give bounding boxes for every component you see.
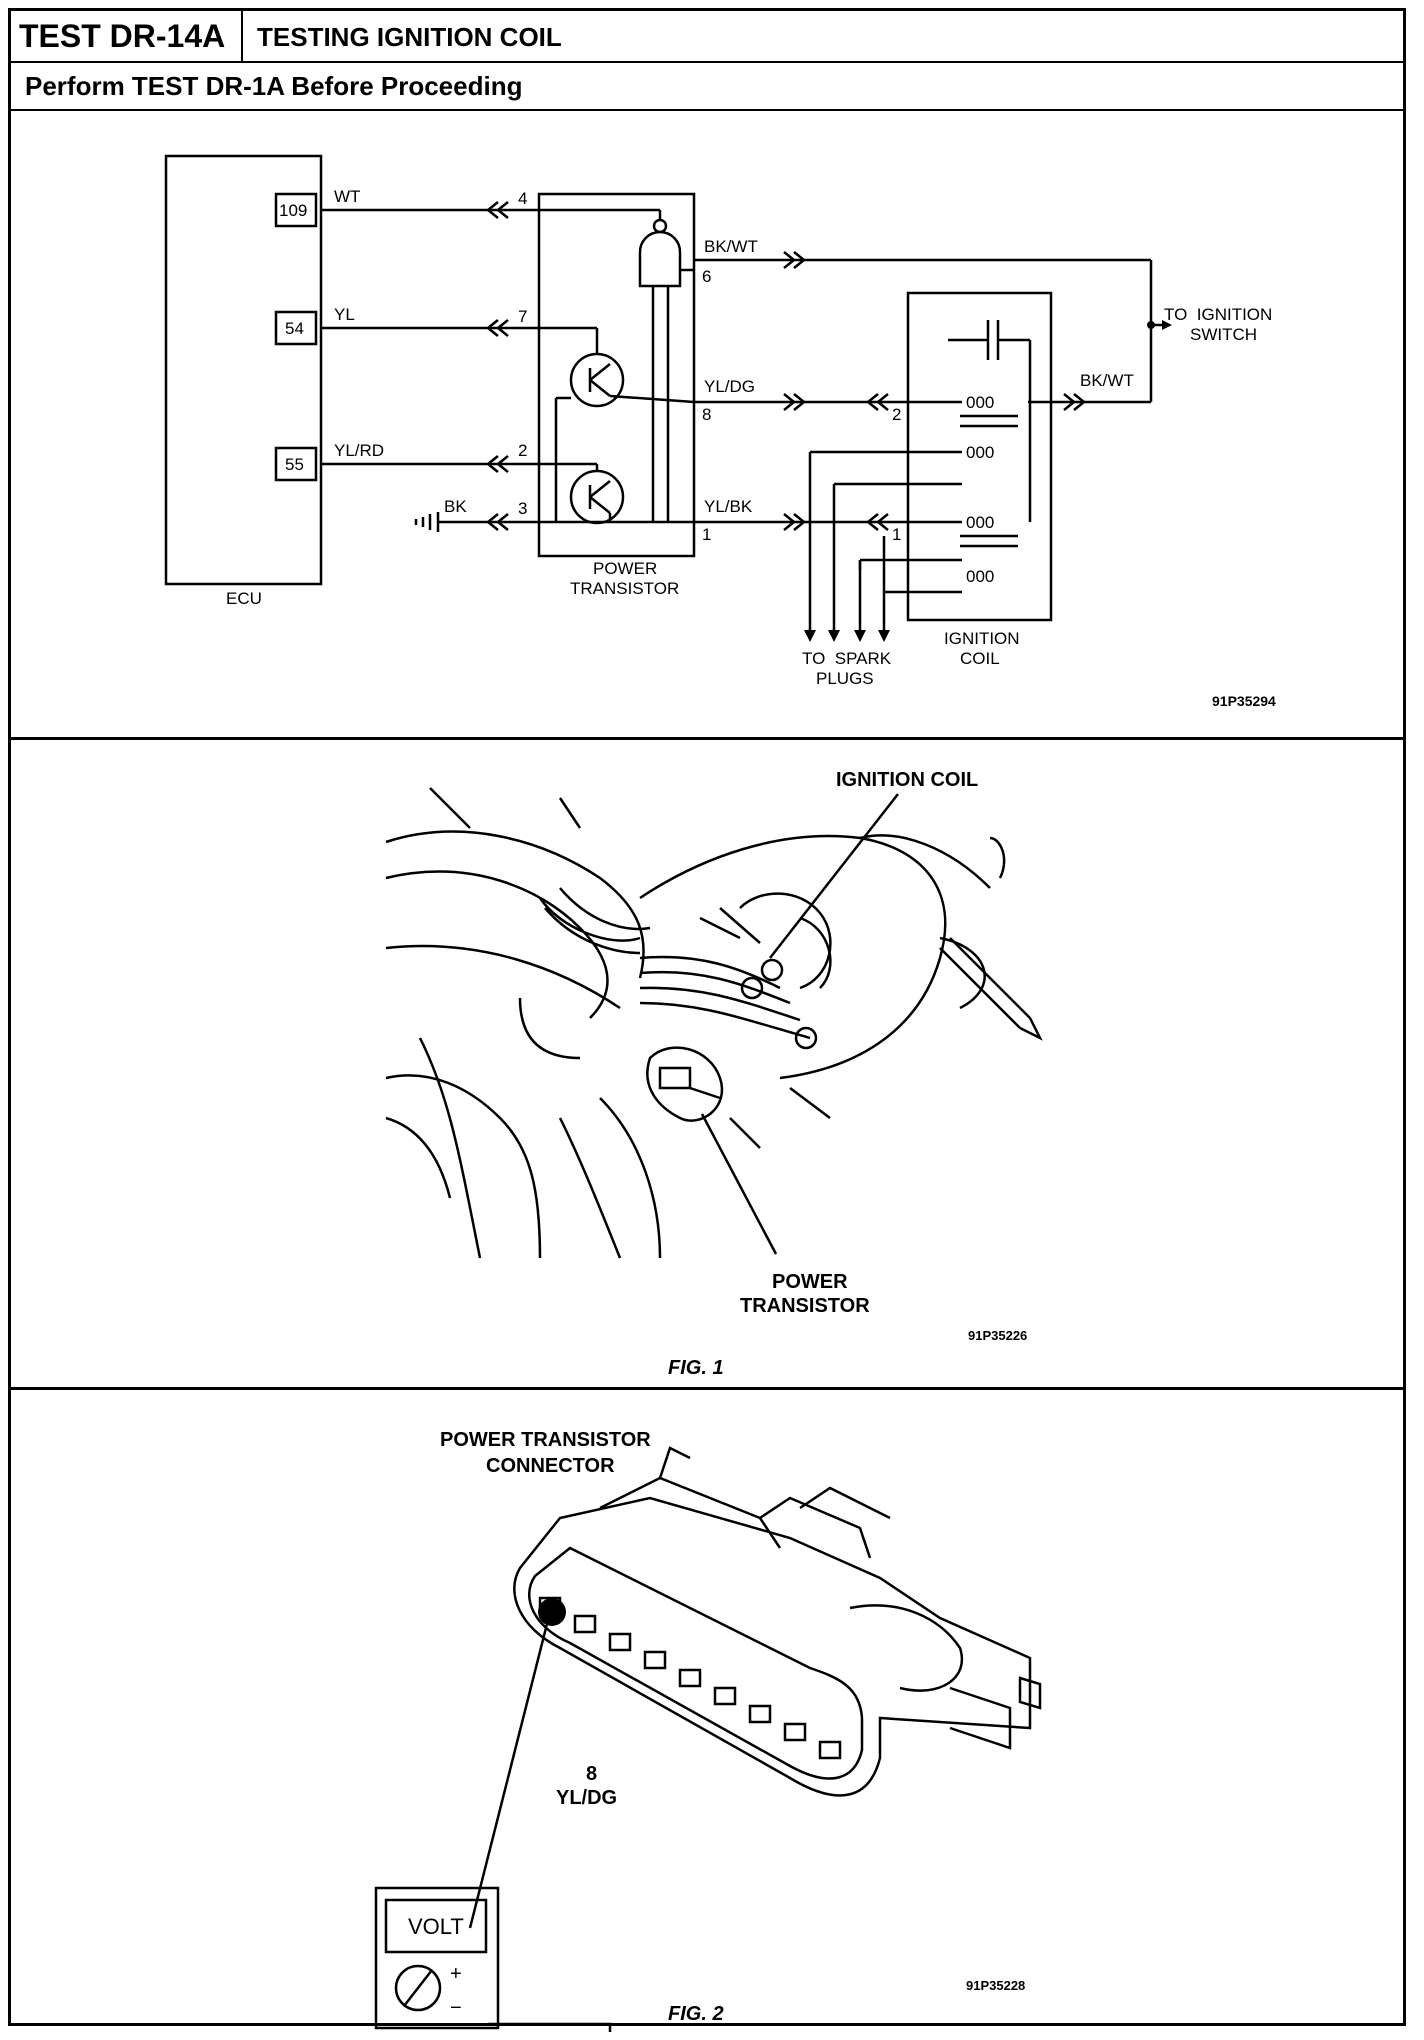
ecu-pin-55: 55 <box>285 455 304 474</box>
pin-number-3: 3 <box>518 499 527 518</box>
ignition-switch-label-line1: TO IGNITION <box>1164 305 1272 324</box>
transistor-1-symbol <box>539 326 695 522</box>
prerequisite-note: Perform TEST DR-1A Before Proceeding <box>11 63 1403 111</box>
wire-label-yldg: YL/DG <box>704 377 755 396</box>
schematic-code: 91P35294 <box>1212 693 1276 709</box>
coil-turns-1: 000 <box>966 393 994 412</box>
header-row: TEST DR-14A TESTING IGNITION COIL <box>11 11 1403 63</box>
spark-arrow-heads <box>804 320 1172 642</box>
fig1-power-transistor-label-line1: POWER <box>772 1271 848 1293</box>
transistor-2-symbol <box>539 462 694 525</box>
ignition-switch-label-line2: SWITCH <box>1190 325 1257 344</box>
voltmeter-plus: + <box>450 1963 462 1985</box>
probe-tip <box>538 1598 566 1626</box>
engine-drawing <box>385 787 1043 1259</box>
pin-number-4: 4 <box>518 189 527 208</box>
ignition-coil-box <box>906 291 1053 622</box>
ground-lead <box>488 2022 612 2032</box>
pin-number-1: 1 <box>702 525 711 544</box>
coil-pin-number-1: 1 <box>892 525 901 544</box>
coil-pin-number-2: 2 <box>892 405 901 424</box>
voltmeter-dial <box>394 1964 442 2012</box>
panel-divider-1 <box>11 737 1403 740</box>
ecu-box <box>164 154 323 586</box>
and-gate-symbol <box>539 208 694 522</box>
ecu-pin-109-box <box>274 192 318 228</box>
ignition-coil-leader <box>769 793 899 959</box>
ecu-pin-54-box <box>274 310 318 346</box>
test-id: TEST DR-14A <box>11 11 243 61</box>
voltmeter-minus: − <box>450 1997 462 2019</box>
fig1-power-transistor-label-line2: TRANSISTOR <box>740 1295 870 1317</box>
spark-plugs-label-line1: TO SPARK <box>802 649 892 668</box>
connector-terminals <box>538 1596 842 1760</box>
fig2-caption: FIG. 2 <box>668 2003 724 2025</box>
wire-label-bk: BK <box>444 497 467 516</box>
connector-drawing <box>374 1446 1042 2032</box>
coil-turns-2: 000 <box>966 443 994 462</box>
ecu-pin-54: 54 <box>285 319 304 338</box>
test-sheet: TEST DR-14A TESTING IGNITION COIL Perfor… <box>8 8 1406 2026</box>
voltmeter-label: VOLT <box>408 1914 464 1939</box>
spark-plugs-label-line2: PLUGS <box>816 669 874 688</box>
fig2-illustration: POWER TRANSISTOR CONNECTOR 8 YL/DG VOLT … <box>374 1429 1042 2032</box>
fig2-pin-wire: YL/DG <box>556 1787 617 1809</box>
fig2-connector-label-line2: CONNECTOR <box>486 1455 615 1477</box>
connector-chevrons <box>485 201 1087 531</box>
power-transistor-box <box>537 192 696 558</box>
fig1-ignition-coil-label: IGNITION COIL <box>836 769 978 791</box>
wire-label-bkwt-coil: BK/WT <box>1080 371 1134 390</box>
fig1-caption: FIG. 1 <box>668 1357 724 1379</box>
power-transistor-leader <box>700 1113 778 1255</box>
ignition-coil-label-line1: IGNITION <box>944 629 1020 648</box>
coil-turns-3: 000 <box>966 513 994 532</box>
voltmeter-body <box>374 1886 500 2030</box>
fig1-illustration: IGNITION COIL POWER TRANSISTOR 91P35226 … <box>385 769 1043 1379</box>
ecu-pin-109: 109 <box>279 201 307 220</box>
power-transistor-label-line2: TRANSISTOR <box>570 579 679 598</box>
wire-label-bkwt-top: BK/WT <box>704 237 758 256</box>
pin-number-6: 6 <box>702 267 711 286</box>
fig2-connector-label-line1: POWER TRANSISTOR <box>440 1429 651 1451</box>
ignition-coil-label-line2: COIL <box>960 649 1000 668</box>
panel-divider-2 <box>11 1387 1403 1390</box>
probe-lead <box>468 1611 552 1929</box>
pin-number-2: 2 <box>518 441 527 460</box>
voltmeter-display <box>384 1898 488 1954</box>
fig1-code: 91P35226 <box>968 1328 1027 1343</box>
coil-turns-4: 000 <box>966 567 994 586</box>
fig2-pin-number: 8 <box>586 1763 597 1785</box>
capacitor-symbol <box>948 320 1032 522</box>
wire-label-ylbk: YL/BK <box>704 497 753 516</box>
wire-label-ylrd: YL/RD <box>334 441 384 460</box>
ecu-label: ECU <box>226 589 262 608</box>
wire-label-wt: WT <box>334 187 360 206</box>
ecu-pin-55-box <box>274 446 318 482</box>
fig2-code: 91P35228 <box>966 1978 1025 1993</box>
wire-label-yl: YL <box>334 305 355 324</box>
power-transistor-label-line1: POWER <box>593 559 657 578</box>
pin-number-8: 8 <box>702 405 711 424</box>
ground-symbol <box>414 512 445 532</box>
test-title: TESTING IGNITION COIL <box>257 22 562 52</box>
pin-number-7: 7 <box>518 307 527 326</box>
wiring-schematic: 109 54 55 ECU WT YL YL/RD BK BK/WT YL/DG… <box>164 154 1276 709</box>
